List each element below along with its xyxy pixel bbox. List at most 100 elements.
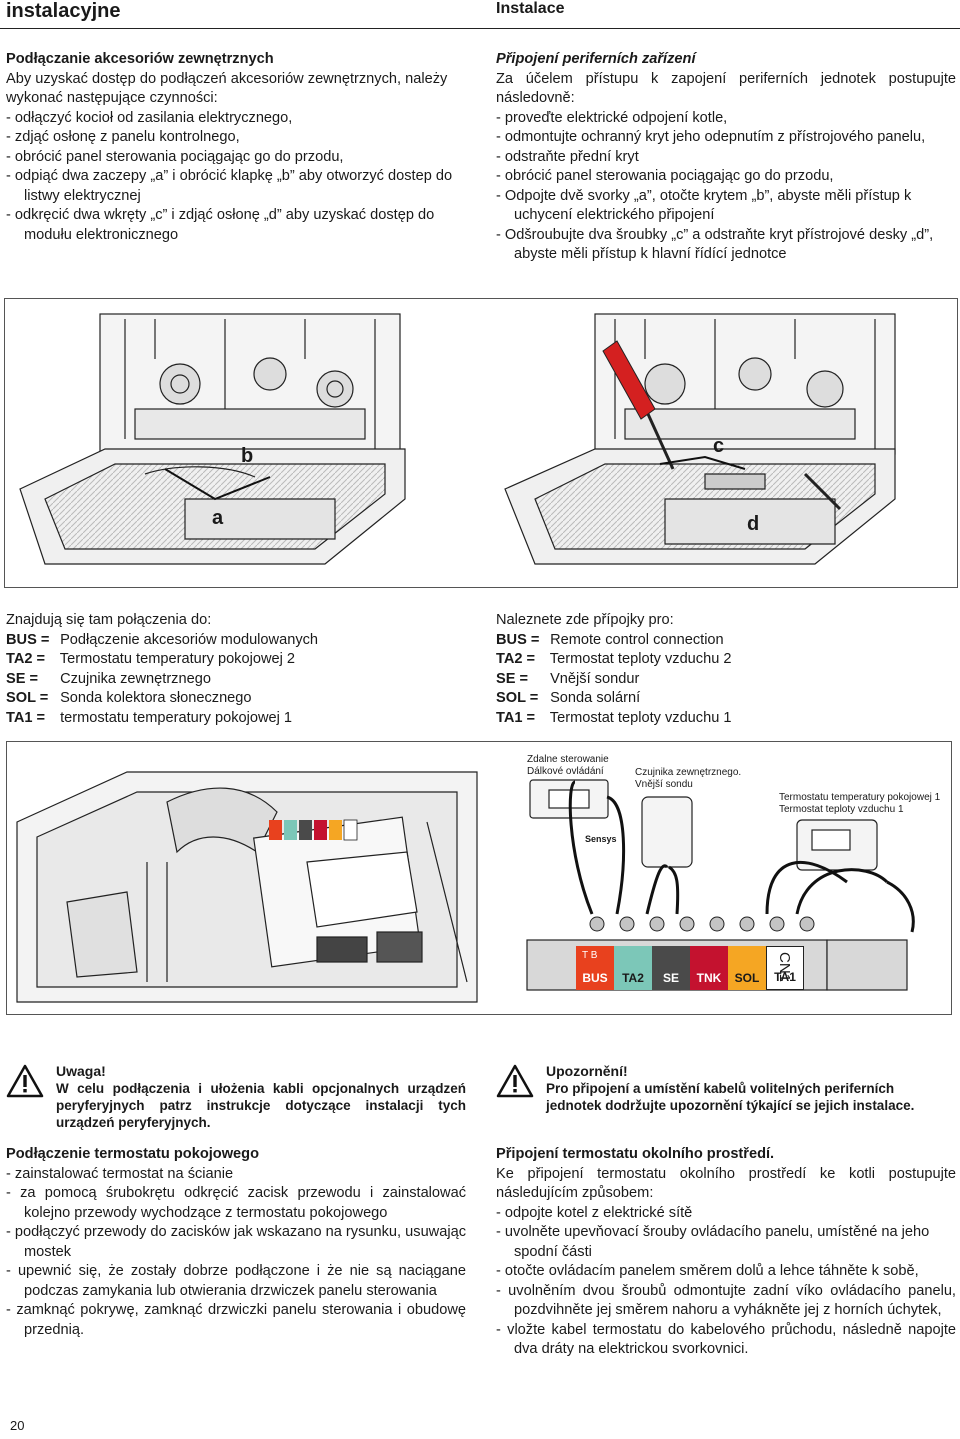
room-thermostat-label-cz: Termostat teploty vzduchu 1 <box>779 804 904 815</box>
label-a: a <box>212 507 224 529</box>
cz-access-title: Připojení periferních zařízení <box>496 51 696 67</box>
warning-icon <box>6 1064 44 1098</box>
cz-thermostat-title: Připojení termostatu okolního prostředí. <box>496 1146 775 1162</box>
pl-conn-key: SOL = <box>6 690 49 706</box>
remote-control-label-cz: Dálkové ovládání <box>527 766 604 777</box>
cz-conn-key: SOL = <box>496 690 539 706</box>
cz-access-step: - odstraňte přední kryt <box>496 148 639 165</box>
terminal-tnk: TNK <box>690 946 728 990</box>
terminal-ta1: TA1 <box>766 946 804 990</box>
pl-thermostat-section: Podłączenie termostatu pokojowego - zain… <box>6 1145 466 1340</box>
room-thermostat-caption: Termostatu temperatury pokojowej 1 Termo… <box>779 792 940 816</box>
label-d: d <box>747 513 760 535</box>
cz-conn-value: Remote control connection <box>550 631 724 648</box>
pl-connections: Znajdują się tam połączenia do: BUS = Po… <box>6 611 466 728</box>
cz-access-step: - obrócić panel sterowania pociągając go… <box>496 168 834 184</box>
brand-logo: Sensys <box>585 834 617 844</box>
pl-access-step: - zdjąć osłonę z panelu kontrolnego, <box>6 129 240 145</box>
cz-conn-key: SE = <box>496 670 529 687</box>
cz-connections: Naleznete zde přípojky pro: BUS = Remote… <box>496 611 956 728</box>
pl-access-title: Podłączanie akcesoriów zewnętrznych <box>6 51 274 67</box>
cz-conn-row: SOL = Sonda solární <box>496 689 956 709</box>
remote-control-caption: Zdalne sterowanie Dálkové ovládání <box>527 754 609 778</box>
cz-access-step: - Odšroubujte dva šroubky „c” a odstraňt… <box>496 226 934 263</box>
cz-thermostat-step: - vložte kabel termostatu do kabelového … <box>496 1321 956 1358</box>
cz-conn-row: TA2 = Termostat teploty vzduchu 2 <box>496 650 956 670</box>
label-c: c <box>713 435 725 457</box>
pl-conn-value: Sonda kolektora słonecznego <box>60 690 252 706</box>
room-thermostat-label-pl: Termostatu temperatury pokojowej 1 <box>779 792 941 803</box>
connector-label: CN1 <box>776 952 793 983</box>
remote-control-label-pl: Zdalne sterowanie <box>527 754 609 765</box>
cz-access-intro: Za účelem přístupu k zapojení periferníc… <box>496 70 956 107</box>
pl-conn-value: Podłączenie akcesoriów modulowanych <box>60 631 319 648</box>
pl-access-intro: Aby uzyskać dostęp do podłączeń akcesori… <box>6 70 448 107</box>
cz-conn-title: Naleznete zde přípojky pro: <box>496 612 674 628</box>
page-number: 20 <box>10 1418 25 1433</box>
cz-conn-value: Sonda solární <box>550 690 641 706</box>
pl-conn-key: SE = <box>6 670 39 687</box>
pl-conn-value: Czujnika zewnętrznego <box>60 670 211 687</box>
cz-thermostat-step: - uvolněním dvou šroubů odmontujte zadní… <box>496 1282 956 1319</box>
label-b: b <box>241 445 254 467</box>
boiler-access-illustration <box>19 313 896 565</box>
pl-thermostat-step: - zamknąć pokrywę, zamknąć drzwiczki pan… <box>6 1302 466 1338</box>
boiler-access-figure: b a c d <box>4 298 958 588</box>
cz-access-step: - Odpojte dvě svorky „a”, otočte krytem … <box>496 187 912 224</box>
cz-warning: Upozornění! Pro připojení a umístění kab… <box>496 1062 952 1114</box>
cz-thermostat-step: - odpojte kotel z elektrické sítě <box>496 1204 693 1221</box>
cz-access-step: - odmontujte ochranný kryt jeho odepnutí… <box>496 129 926 145</box>
terminal-ta2: TA2 <box>614 946 652 990</box>
pl-thermostat-step: - upewnić się, że zostały dobrze podłącz… <box>6 1263 466 1299</box>
cz-conn-value: Termostat teploty vzduchu 2 <box>549 651 732 667</box>
pl-access-step: - odłączyć kocioł od zasilania elektrycz… <box>6 109 293 126</box>
terminal-strip: BUS TA2 SE TNK SOL TA1 <box>576 946 804 990</box>
external-sensor-label-cz: Vnější sondu <box>635 779 693 790</box>
control-board-illustration <box>16 771 915 1003</box>
cz-conn-key: TA2 = <box>496 651 536 667</box>
terminal-sol: SOL <box>728 946 766 990</box>
cz-access-section: Připojení periferních zařízení Za účelem… <box>496 50 956 265</box>
header-divider <box>0 28 960 29</box>
cz-conn-row: SE = Vnější sondur <box>496 670 956 690</box>
cz-thermostat-step: - uvolněte upevňovací šrouby ovládacího … <box>496 1224 930 1260</box>
pl-conn-row: TA2 = Termostatu temperatury pokojowej 2 <box>6 650 466 670</box>
tb-marking: T B <box>582 950 598 961</box>
pl-access-step: - odpiąć dwa zaczepy „a” i obrócić klapk… <box>6 168 453 204</box>
external-sensor-caption: Czujnika zewnętrznego. Vnější sondu <box>635 767 741 791</box>
pl-access-step: - odkręcić dwa wkręty „c” i zdjąć osłonę… <box>6 207 435 243</box>
wiring-figure: Zdalne sterowanie Dálkové ovládání Czujn… <box>6 741 952 1015</box>
cz-thermostat-section: Připojení termostatu okolního prostředí.… <box>496 1145 956 1360</box>
pl-conn-title: Znajdują się tam połączenia do: <box>6 612 212 628</box>
pl-warning: Uwaga! W celu podłączenia i ułożenia kab… <box>6 1062 466 1131</box>
pl-conn-row: TA1 = termostatu temperatury pokojowej 1 <box>6 709 466 729</box>
pl-thermostat-title: Podłączenie termostatu pokojowego <box>6 1146 259 1162</box>
pl-warning-body: W celu podłączenia i ułożenia kabli opcj… <box>56 1081 466 1130</box>
warning-icon <box>496 1064 534 1098</box>
pl-conn-value: Termostatu temperatury pokojowej 2 <box>59 651 296 667</box>
cz-conn-value: Termostat teploty vzduchu 1 <box>549 709 732 726</box>
cz-access-step: - proveďte elektrické odpojení kotle, <box>496 109 728 126</box>
cz-conn-row: TA1 = Termostat teploty vzduchu 1 <box>496 709 956 729</box>
terminal-bus: BUS <box>576 946 614 990</box>
cz-conn-key: BUS = <box>496 631 540 648</box>
cz-conn-value: Vnější sondur <box>550 670 640 687</box>
pl-thermostat-step: - zainstalować termostat na ścianie <box>6 1165 234 1182</box>
header-section-left: instalacyjne <box>6 0 121 22</box>
pl-thermostat-step: - podłączyć przewody do zacisków jak wsk… <box>6 1224 466 1260</box>
pl-conn-row: SE = Czujnika zewnętrznego <box>6 670 466 690</box>
cz-thermostat-intro: Ke připojení termostatu okolního prostře… <box>496 1165 956 1202</box>
cz-conn-row: BUS = Remote control connection <box>496 631 956 651</box>
pl-conn-key: BUS = <box>6 631 50 648</box>
pl-conn-key: TA1 = <box>6 709 46 726</box>
header-section-right: Instalace <box>496 0 565 17</box>
pl-thermostat-step: - za pomocą śrubokrętu odkręcić zacisk p… <box>6 1185 466 1221</box>
cz-thermostat-step: - otočte ovládacím panelem směrem dolů a… <box>496 1263 919 1279</box>
pl-access-section: Podłączanie akcesoriów zewnętrznych Aby … <box>6 50 466 245</box>
cz-conn-key: TA1 = <box>496 709 536 726</box>
cz-warning-body: Pro připojení a umístění kabelů voliteln… <box>546 1081 915 1113</box>
pl-conn-row: BUS = Podłączenie akcesoriów modulowanyc… <box>6 631 466 651</box>
pl-access-step: - obrócić panel sterowania pociągając go… <box>6 148 344 165</box>
pl-conn-key: TA2 = <box>6 651 46 667</box>
terminal-se: SE <box>652 946 690 990</box>
